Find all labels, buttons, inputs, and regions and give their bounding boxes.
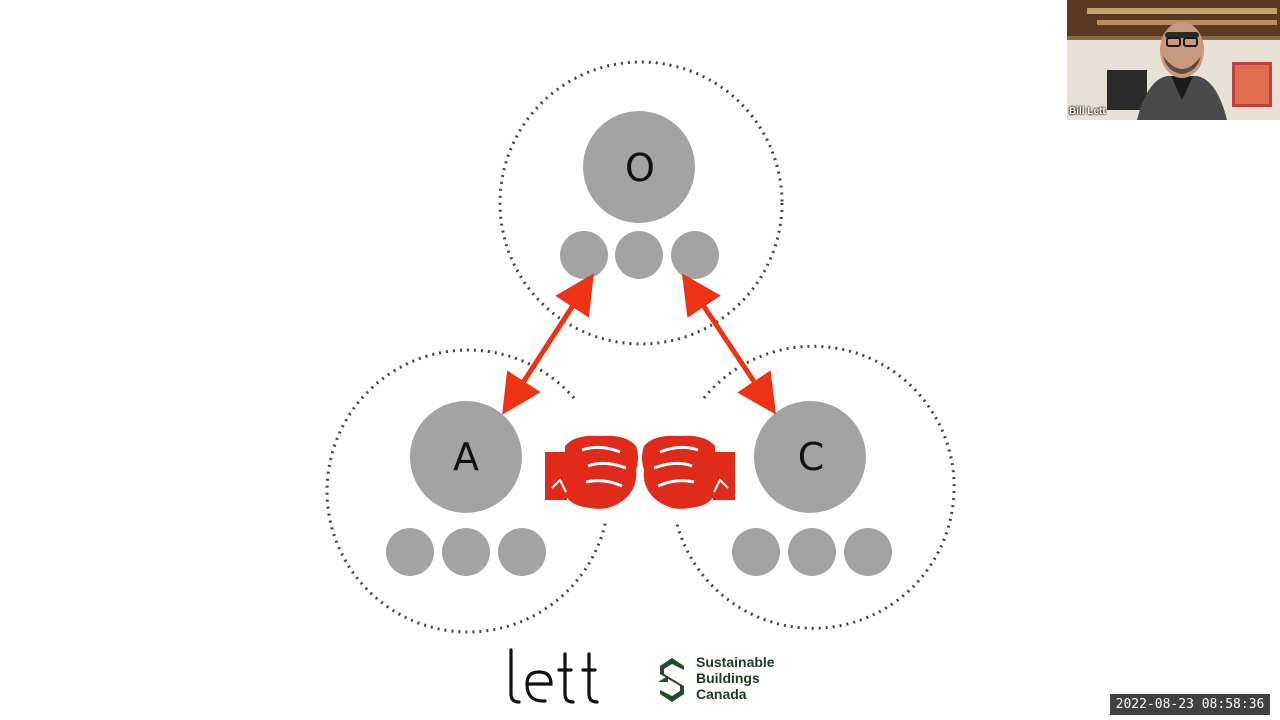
- sustainable-buildings-canada-logo: Sustainable Buildings Canada: [654, 652, 804, 708]
- lett-logo: [509, 648, 599, 704]
- member-c-1: [732, 528, 780, 576]
- node-o-label: O: [625, 146, 655, 190]
- arrow-o-a: [502, 273, 594, 415]
- node-c: [754, 401, 866, 513]
- sbc-line-3: Canada: [696, 686, 747, 702]
- recording-timestamp: 2022-08-23 08:58:36: [1110, 694, 1270, 715]
- node-o: [583, 111, 695, 223]
- sbc-line-2: Buildings: [696, 670, 760, 686]
- member-a-2: [442, 528, 490, 576]
- group-circle-o: [498, 60, 784, 346]
- member-a-1: [386, 528, 434, 576]
- node-c-label: C: [798, 435, 825, 479]
- participant-name: Bill Lett: [1069, 106, 1106, 117]
- member-o-2: [615, 231, 663, 279]
- sbc-line-1: Sustainable: [696, 654, 775, 670]
- arrow-o-c: [681, 273, 777, 415]
- member-c-3: [844, 528, 892, 576]
- fist-bump-icon: [545, 435, 735, 509]
- member-c-2: [788, 528, 836, 576]
- sbc-s-mark-icon: [658, 658, 684, 702]
- node-a-label: A: [453, 435, 479, 479]
- member-o-1: [560, 231, 608, 279]
- group-circle-a: [325, 348, 608, 634]
- participant-video-tile[interactable]: Bill Lett: [1067, 0, 1280, 120]
- member-o-3: [671, 231, 719, 279]
- member-a-3: [498, 528, 546, 576]
- group-circle-c: [674, 344, 956, 630]
- node-a: [410, 401, 522, 513]
- participant-video-feed: [1067, 0, 1280, 120]
